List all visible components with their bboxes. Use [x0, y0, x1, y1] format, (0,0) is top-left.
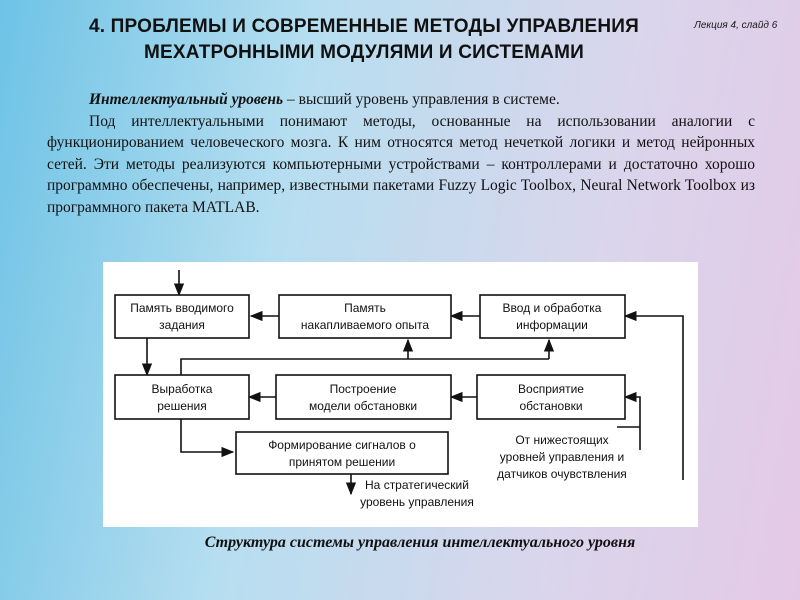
svg-text:Память: Память — [344, 301, 386, 315]
box-info-input: Ввод и обработка информации — [479, 294, 626, 339]
title-line-1: 4. ПРОБЛЕМЫ И СОВРЕМЕННЫЕ МЕТОДЫ УПРАВЛЕ… — [88, 16, 640, 37]
title-line-2: МЕХАТРОННЫМИ МОДУЛЯМИ И СИСТЕМАМИ — [143, 42, 584, 63]
svg-text:На стратегический: На стратегический — [365, 478, 469, 492]
box-model: Построение модели обстановки — [275, 374, 452, 420]
svg-text:обстановки: обстановки — [519, 399, 582, 413]
svg-text:Выработка: Выработка — [152, 382, 213, 396]
note-to-strategic-level: На стратегический уровень управления — [360, 478, 474, 509]
box-perception: Восприятие обстановки — [476, 374, 626, 420]
body-text: Интеллектуальный уровень – высший уровен… — [47, 89, 755, 218]
svg-text:накапливаемого опыта: накапливаемого опыта — [301, 318, 429, 332]
svg-text:решения: решения — [157, 399, 206, 413]
svg-text:задания: задания — [159, 318, 205, 332]
feedback-bus — [180, 358, 549, 375]
svg-text:От нижестоящих: От нижестоящих — [515, 433, 608, 447]
box-decision: Выработка решения — [114, 374, 250, 420]
arrow-to-info-input — [623, 310, 684, 480]
structure-diagram: Память вводимого задания Память накаплив… — [103, 262, 698, 527]
svg-text:Формирование сигналов о: Формирование сигналов о — [268, 438, 416, 452]
note-from-lower-levels: От нижестоящих уровней управления и датч… — [497, 433, 627, 481]
svg-text:датчиков очувствления: датчиков очувствления — [497, 467, 627, 481]
defined-term: Интеллектуальный уровень — [89, 91, 284, 108]
definition-line: Интеллектуальный уровень – высший уровен… — [47, 89, 755, 111]
slide-number: Лекция 4, слайд 6 — [694, 20, 778, 31]
svg-text:уровней управления и: уровней управления и — [500, 450, 624, 464]
slide-title: 4. ПРОБЛЕМЫ И СОВРЕМЕННЫЕ МЕТОДЫ УПРАВЛЕ… — [28, 14, 700, 66]
arrow-decision-to-signals — [180, 419, 235, 458]
svg-text:Построение: Построение — [330, 382, 397, 396]
svg-text:информации: информации — [516, 318, 588, 332]
svg-text:принятом решении: принятом решении — [289, 455, 395, 469]
svg-text:уровень управления: уровень управления — [360, 495, 474, 509]
arrow-to-perception — [623, 391, 641, 450]
body-paragraph: Под интеллектуальными понимают методы, о… — [47, 112, 755, 216]
svg-text:модели обстановки: модели обстановки — [309, 399, 417, 413]
diagram-caption: Структура системы управления интеллектуа… — [204, 534, 636, 551]
box-experience-memory: Память накапливаемого опыта — [278, 294, 452, 339]
definition-text: – высший уровень управления в системе. — [283, 91, 560, 108]
svg-text:Память вводимого: Память вводимого — [130, 301, 234, 315]
svg-text:Ввод и обработка: Ввод и обработка — [503, 301, 602, 315]
box-signals: Формирование сигналов о принятом решении — [235, 431, 449, 475]
svg-text:Восприятие: Восприятие — [518, 382, 584, 396]
box-task-memory: Память вводимого задания — [114, 294, 250, 339]
